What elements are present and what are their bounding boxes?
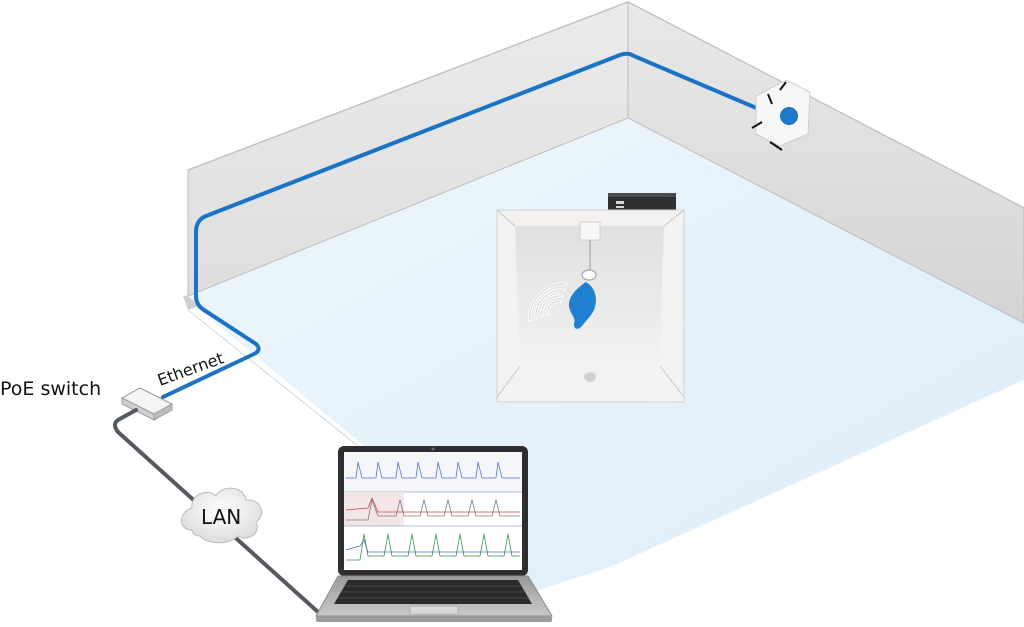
laptop-keys (337, 585, 529, 599)
camera-mount-line (779, 81, 787, 91)
laptop-touchpad (409, 605, 459, 615)
cloud-icon (181, 487, 262, 544)
receiver-top (608, 193, 676, 197)
ethernet-cable (161, 51, 782, 399)
receiver-led (616, 201, 624, 204)
camera-mount-line (751, 121, 763, 129)
hanging-sensor (579, 221, 601, 241)
lan-label: LAN (201, 505, 241, 529)
receiver-icon (608, 193, 676, 211)
camera-mount-line (767, 93, 773, 105)
enclosure-edge (663, 209, 685, 227)
lan-cable (113, 408, 320, 614)
poe-switch-label: PoE switch (0, 378, 101, 400)
animal-figure (568, 282, 596, 329)
laptop-webcam (431, 447, 435, 451)
lan-cloud: LAN (181, 487, 262, 544)
camera-lens (780, 107, 798, 125)
screen-traces (344, 452, 522, 561)
camera-mount-line (769, 141, 783, 151)
side-wall (627, 1, 1024, 324)
receiver-unit (608, 193, 676, 211)
tether-clip (581, 269, 597, 281)
wifi-signal-outline (529, 283, 567, 321)
floor-shadow (584, 372, 596, 382)
switch-side (153, 403, 173, 421)
enclosure-edge (496, 209, 516, 227)
test-enclosure (496, 209, 685, 403)
poe-switch (120, 387, 174, 421)
receiver-led (616, 206, 624, 208)
enclosure-edge (659, 365, 685, 398)
enclosure-edge (496, 365, 521, 398)
laptop-base-edge (316, 616, 552, 622)
wall-base-ledge (183, 296, 198, 310)
camera-unit (751, 79, 811, 151)
laptop (315, 446, 553, 622)
